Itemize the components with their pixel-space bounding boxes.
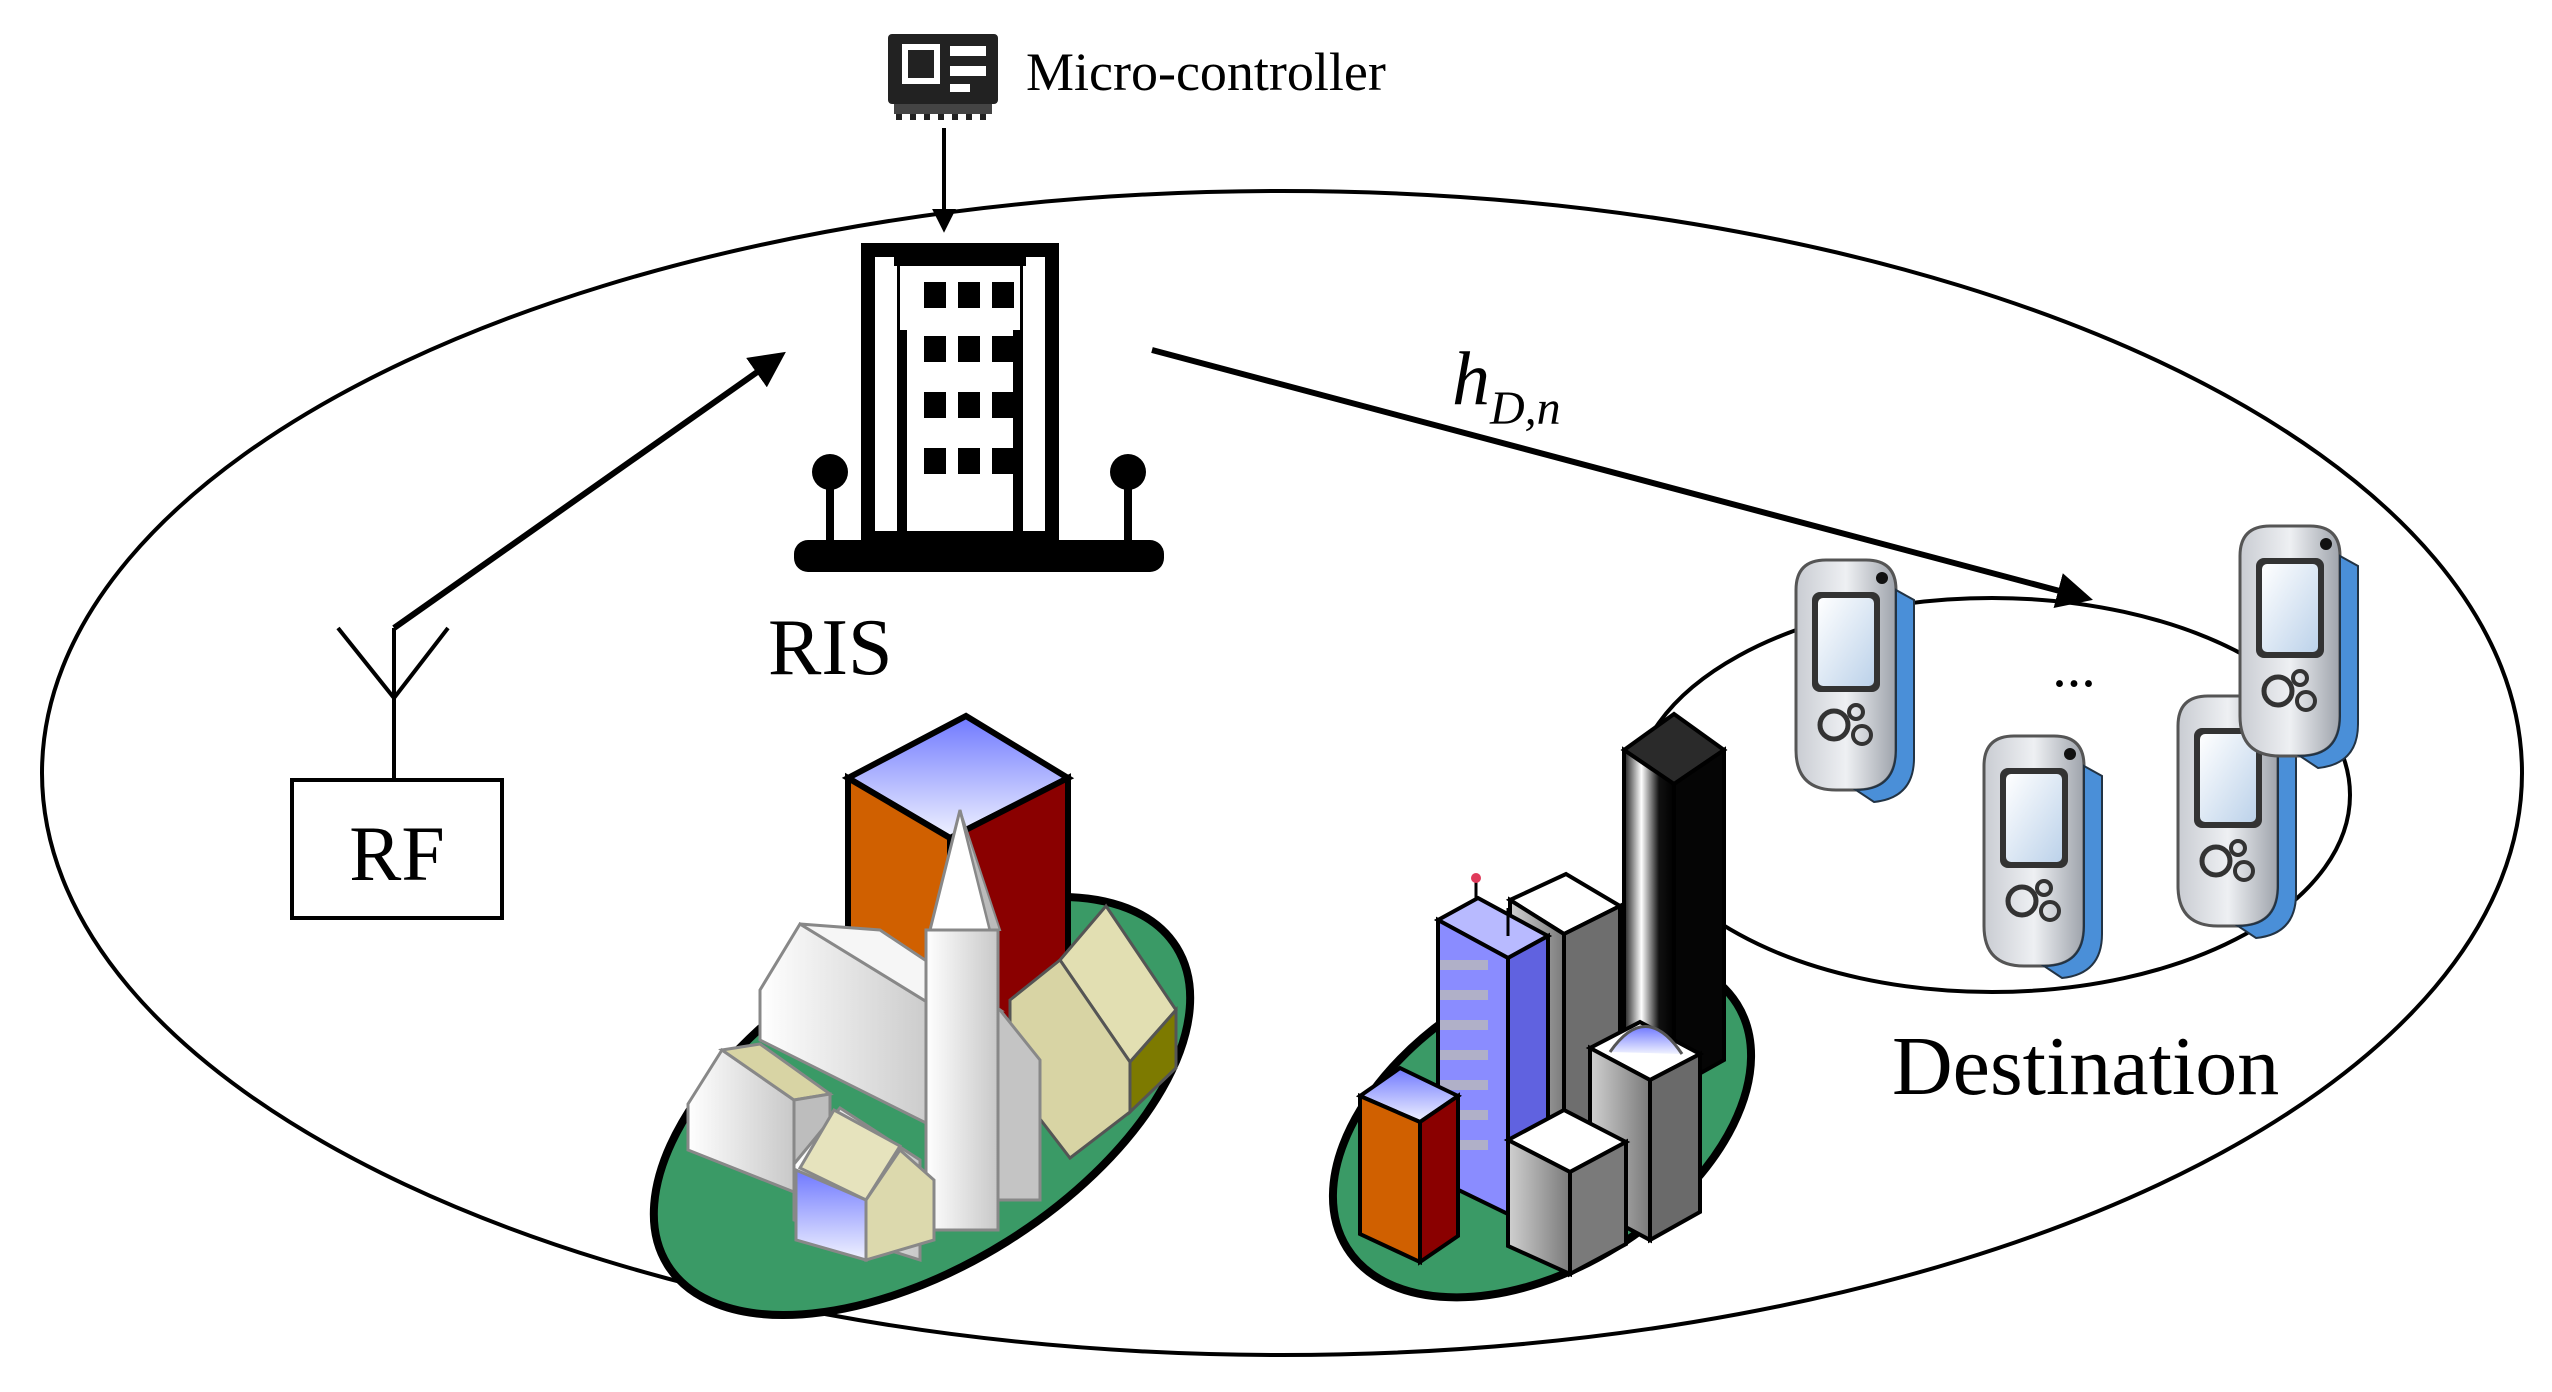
ris-building-icon (794, 243, 1164, 572)
handheld-device-icon-1 (1796, 560, 1914, 802)
handheld-device-icon-2 (1984, 736, 2102, 978)
right-city-cluster-icon (1328, 711, 1756, 1302)
antenna-icon (336, 626, 450, 780)
rf-to-ris-arrow (392, 351, 786, 631)
microcontroller-chip-icon (888, 34, 998, 120)
coverage-area-ellipse (40, 189, 2524, 1357)
ris-label: RIS (768, 604, 893, 692)
channel-label-main: h (1452, 337, 1490, 421)
destination-label: Destination (1892, 1020, 2279, 1113)
devices-ellipsis: ... (2052, 634, 2096, 699)
ris-to-destination-arrow (1151, 347, 2093, 609)
channel-label: hD,n (1452, 337, 1561, 435)
rf-label: RF (349, 810, 444, 897)
handheld-device-icon-4 (2240, 526, 2358, 768)
left-city-cluster-icon (649, 712, 1195, 1320)
channel-label-subscript: D,n (1489, 382, 1561, 435)
microcontroller-label: Micro-controller (1026, 42, 1386, 102)
rf-box (290, 778, 504, 920)
